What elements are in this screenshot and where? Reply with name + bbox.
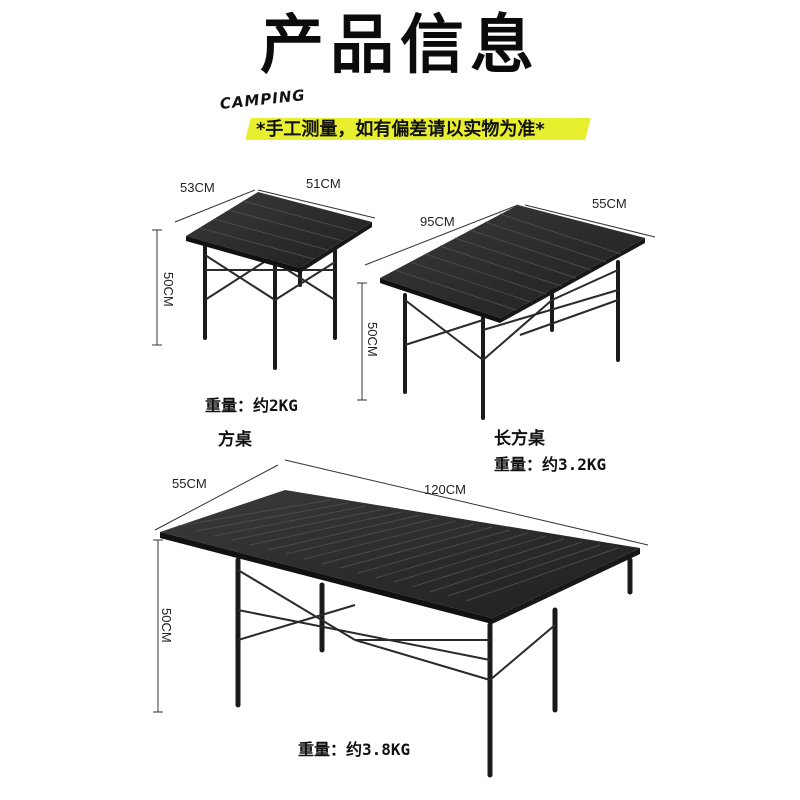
large-table-top-side	[492, 548, 640, 624]
large-table-legs	[235, 557, 633, 778]
square-table-width-label: 51CM	[306, 176, 341, 191]
large-table-weight: 重量：约3.8KG	[298, 740, 411, 759]
square-table-name: 方桌	[218, 430, 252, 450]
long-table-legs	[403, 260, 620, 420]
square-table-height-label: 50CM	[161, 272, 176, 307]
large-table-top-edge	[160, 532, 492, 624]
long-table	[357, 204, 656, 420]
long-table-top	[380, 205, 645, 318]
large-table-height-label: 50CM	[159, 608, 174, 643]
long-table-slats	[394, 213, 622, 311]
long-table-dimension-lines	[357, 204, 656, 401]
large-table-cross-bars	[237, 569, 556, 681]
long-table-height-label: 50CM	[365, 322, 380, 357]
square-table-depth-label: 53CM	[180, 180, 215, 195]
large-table	[153, 459, 649, 778]
square-table-top	[186, 192, 372, 268]
square-table-top-edge	[186, 236, 300, 273]
long-table-top-edge	[380, 278, 500, 323]
page-title: 产品信息	[260, 9, 540, 83]
square-table-slats	[199, 200, 358, 260]
long-table-weight: 重量：约3.2KG	[494, 455, 607, 474]
square-table-top-side	[300, 222, 372, 273]
large-table-slats	[177, 499, 619, 602]
large-table-depth-label: 55CM	[172, 476, 207, 491]
note-text: *手工测量，如有偏差请以实物为准*	[256, 119, 545, 140]
long-table-name: 长方桌	[494, 429, 545, 449]
long-table-depth-label: 55CM	[592, 196, 627, 211]
note-banner: *手工测量，如有偏差请以实物为准*	[245, 113, 591, 145]
large-table-dimension-lines	[153, 459, 649, 713]
square-table-dimension-lines	[152, 189, 376, 346]
square-table-weight: 重量：约2KG	[205, 396, 298, 415]
square-table	[152, 189, 376, 370]
long-table-cross-bars	[404, 269, 619, 361]
long-table-length-label: 95CM	[420, 214, 455, 229]
long-table-top-side	[500, 238, 645, 323]
large-table-top	[160, 490, 640, 618]
large-table-length-label: 120CM	[424, 482, 466, 497]
